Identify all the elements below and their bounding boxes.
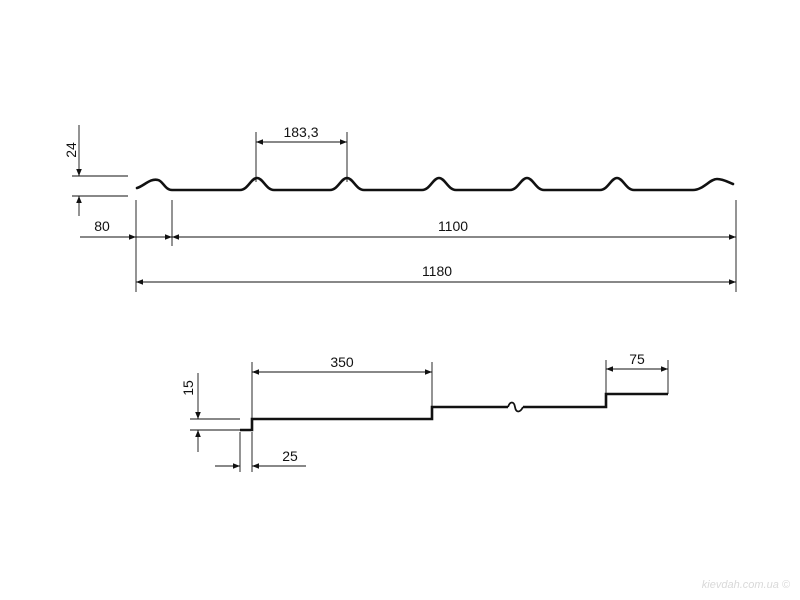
dim-overlap-80: 80 [80,218,172,240]
dim-label-offset: 25 [282,448,298,464]
dim-useful-width-1100: 1100 [172,218,736,240]
watermark: kievdah.com.ua © [702,579,791,591]
dim-label-height: 24 [63,142,79,158]
dim-label-wave-pitch: 183,3 [283,124,318,140]
dim-step-height-15: 15 [180,373,240,452]
dim-label-step-pitch: 350 [330,354,354,370]
dim-label-total-width: 1180 [422,263,452,279]
step-profile [240,405,508,432]
dim-total-width-1180: 1180 [136,263,736,285]
dim-step-pitch-350: 350 [251,354,433,419]
step-profile-right [523,392,668,409]
dim-label-end-segment: 75 [629,351,645,367]
dim-label-step-height: 15 [180,380,196,396]
dim-offset-25: 25 [215,432,306,472]
dim-end-segment-75: 75 [605,351,669,394]
dim-wave-pitch: 183,3 [255,124,348,182]
dim-label-useful-width: 1100 [438,218,468,234]
dim-label-overlap: 80 [94,218,110,234]
dim-height-24: 24 [63,125,128,216]
top-profile-view: 24 183,3 80 1100 1180 [63,124,737,292]
wave-profile [135,176,735,192]
break-symbol [507,401,524,413]
step-profile-view: 15 350 75 25 [180,351,669,472]
